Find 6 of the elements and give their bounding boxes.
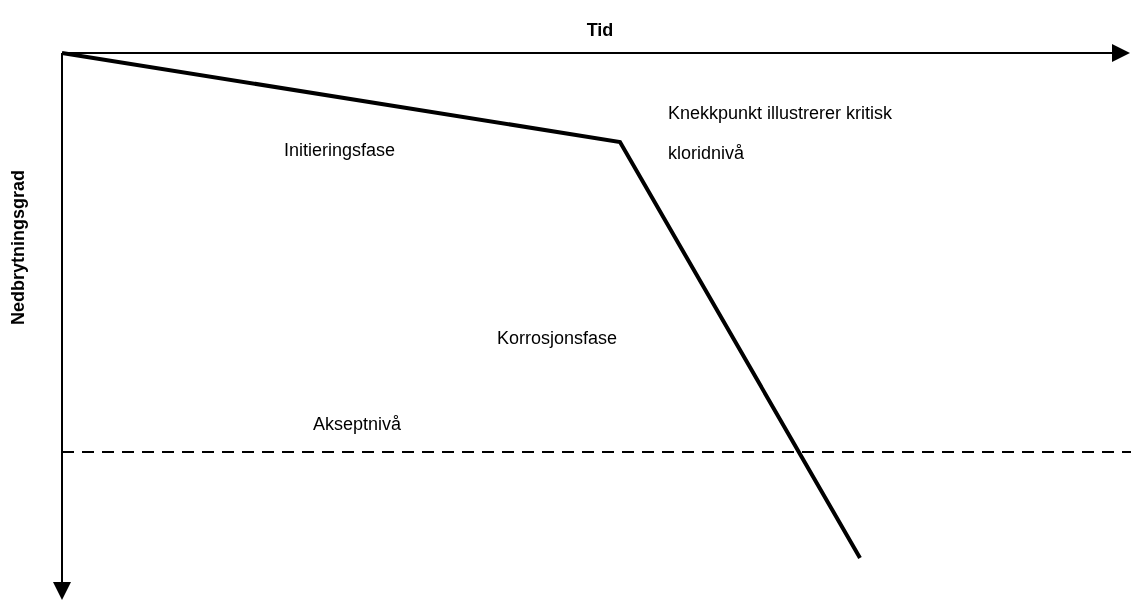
level-label: Akseptnivå	[313, 413, 402, 436]
axis-title: Nedbrytningsgrad	[7, 170, 29, 325]
phase-label: Korrosjonsfase	[497, 327, 618, 350]
annotation-text: Knekkpunkt illustrerer kritisk kloridnivå	[668, 102, 894, 165]
axis-title: Tid	[585, 19, 615, 42]
phase-label: Initieringsfase	[284, 139, 396, 162]
